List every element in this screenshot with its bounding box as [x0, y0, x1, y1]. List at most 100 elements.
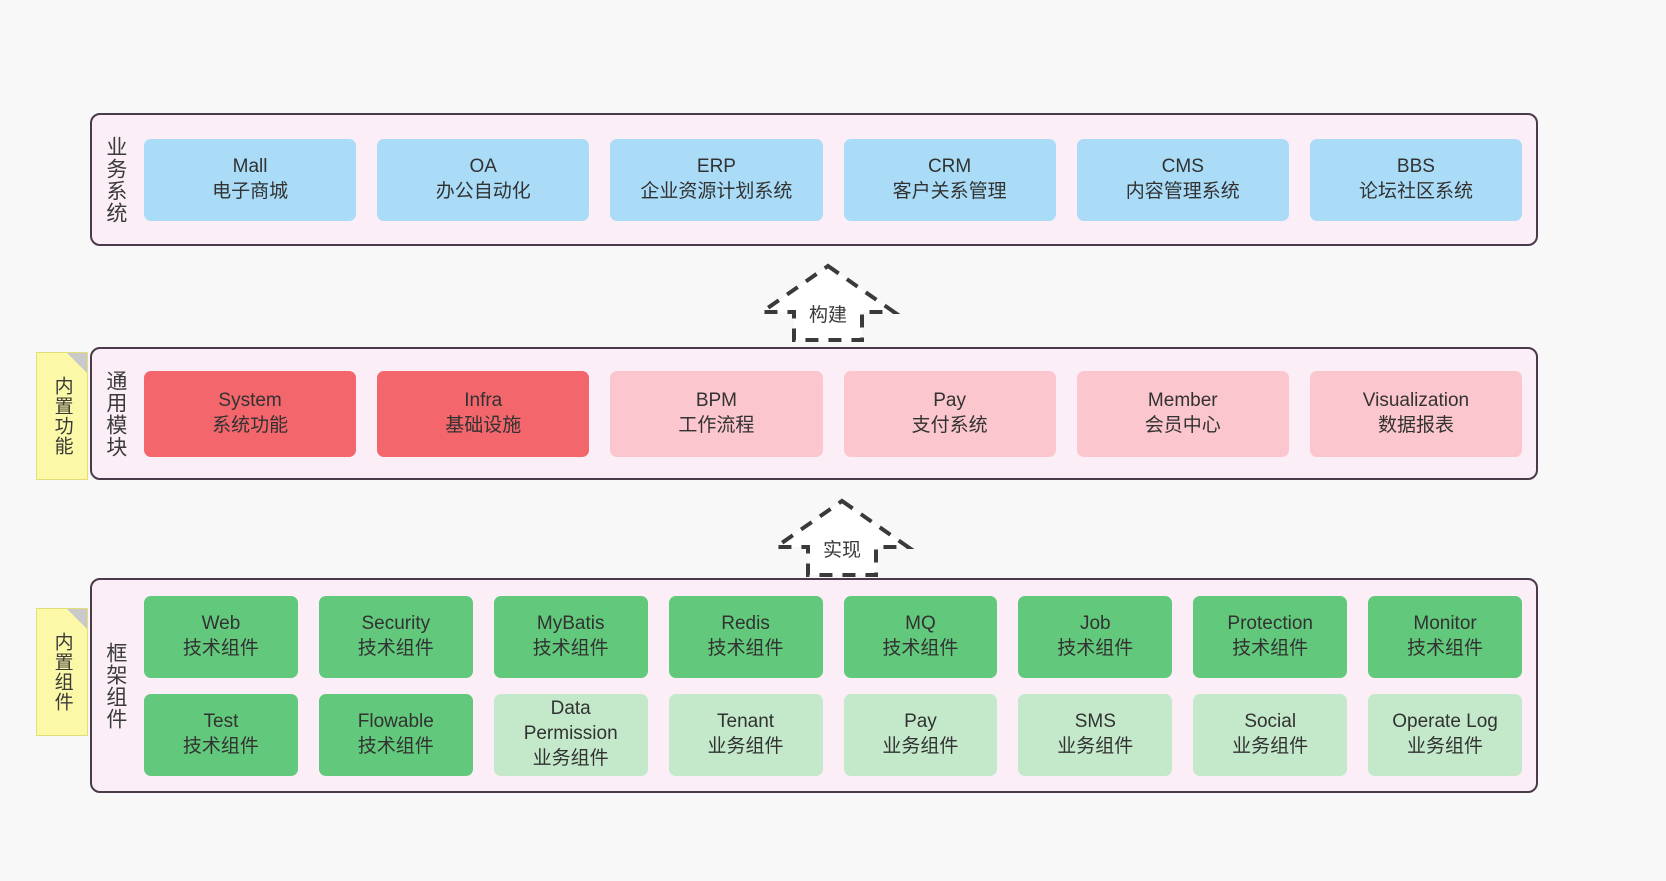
node-title: ERP	[696, 155, 736, 177]
node-title: OA	[469, 155, 497, 177]
node-subtitle: 内容管理系统	[1125, 180, 1240, 202]
arrow-up-dashed-icon	[769, 498, 915, 577]
row-business-components: Test 技术组件 Flowable 技术组件 Data Permission …	[144, 693, 1522, 776]
node-bpm[interactable]: BPM 工作流程	[610, 370, 823, 457]
node-subtitle: 业务组件	[707, 735, 784, 757]
node-title: Protection	[1227, 612, 1313, 634]
node-sms[interactable]: SMS 业务组件	[1018, 693, 1173, 776]
node-infra[interactable]: Infra 基础设施	[377, 370, 590, 457]
note-label: 内置组件	[51, 632, 73, 712]
node-subtitle: 工作流程	[678, 414, 755, 436]
node-title: CRM	[927, 155, 972, 177]
node-title: Flowable	[357, 710, 434, 732]
node-flowable[interactable]: Flowable 技术组件	[318, 693, 473, 776]
node-member[interactable]: Member 会员中心	[1076, 370, 1289, 457]
node-subtitle: 基础设施	[445, 414, 522, 436]
connector-build: 构建	[755, 262, 901, 342]
node-social[interactable]: Social 业务组件	[1193, 693, 1348, 776]
node-subtitle: 会员中心	[1144, 414, 1221, 436]
node-mall[interactable]: Mall 电子商城	[144, 138, 357, 221]
node-subtitle: 业务组件	[1057, 735, 1134, 757]
node-title: Infra	[464, 389, 503, 411]
node-subtitle: 技术组件	[1232, 637, 1309, 659]
node-pay[interactable]: Pay 支付系统	[843, 370, 1056, 457]
node-job[interactable]: Job 技术组件	[1018, 595, 1173, 678]
node-system[interactable]: System 系统功能	[144, 370, 357, 457]
node-oa[interactable]: OA 办公自动化	[377, 138, 590, 221]
layer-body-business-systems: Mall 电子商城 OA 办公自动化 ERP 企业资源计划系统 CRM 客户关系…	[138, 115, 1536, 244]
node-subtitle: 企业资源计划系统	[640, 180, 793, 202]
node-title: System	[218, 389, 282, 411]
node-subtitle: 业务组件	[532, 747, 609, 769]
node-redis[interactable]: Redis 技术组件	[668, 595, 823, 678]
layer-body-common-modules: System 系统功能 Infra 基础设施 BPM 工作流程 Pay 支付系统…	[138, 349, 1536, 478]
node-title: Tenant	[717, 710, 775, 732]
node-title: BPM	[695, 389, 738, 411]
arrow-up-dashed-icon	[755, 263, 901, 342]
connector-label: 实现	[822, 540, 861, 561]
node-title: SMS	[1074, 710, 1116, 732]
node-title: Pay	[904, 710, 937, 732]
node-subtitle: 系统功能	[212, 414, 289, 436]
node-mq[interactable]: MQ 技术组件	[843, 595, 998, 678]
node-protection[interactable]: Protection 技术组件	[1193, 595, 1348, 678]
node-subtitle: 电子商城	[212, 180, 289, 202]
node-subtitle: 技术组件	[182, 735, 259, 757]
node-title: Security	[361, 612, 431, 634]
node-subtitle: 业务组件	[1407, 735, 1484, 757]
node-title: Monitor	[1413, 612, 1477, 634]
row-business-systems: Mall 电子商城 OA 办公自动化 ERP 企业资源计划系统 CRM 客户关系…	[144, 138, 1523, 221]
node-subtitle: 技术组件	[357, 637, 434, 659]
node-cms[interactable]: CMS 内容管理系统	[1076, 138, 1289, 221]
node-title: MyBatis	[536, 612, 605, 634]
node-subtitle: 客户关系管理	[892, 180, 1007, 202]
node-subtitle: 论坛社区系统	[1358, 180, 1473, 202]
node-subtitle: 业务组件	[882, 735, 959, 757]
node-subtitle: 技术组件	[882, 637, 959, 659]
connector-implement: 实现	[769, 497, 915, 577]
node-title: Web	[201, 612, 241, 634]
layer-title-business-systems: 业务系统	[103, 135, 127, 224]
note-fold-corner-icon	[67, 353, 87, 373]
node-subtitle: 技术组件	[1057, 637, 1134, 659]
node-crm[interactable]: CRM 客户关系管理	[843, 138, 1056, 221]
note-fold-corner-icon	[67, 609, 87, 629]
layer-framework-components: 框架组件 Web 技术组件 Security 技术组件 MyBatis 技术组件…	[90, 578, 1538, 793]
node-operate-log[interactable]: Operate Log 业务组件	[1368, 693, 1522, 776]
node-mybatis[interactable]: MyBatis 技术组件	[493, 595, 648, 678]
node-title: Social	[1244, 710, 1297, 732]
node-subtitle: 技术组件	[707, 637, 784, 659]
node-subtitle: 办公自动化	[435, 180, 531, 202]
node-title: Visualization	[1362, 389, 1470, 411]
node-data-permission[interactable]: Data Permission 业务组件	[493, 693, 648, 776]
node-subtitle: 技术组件	[182, 637, 259, 659]
node-visualization[interactable]: Visualization 数据报表	[1309, 370, 1523, 457]
node-title: Job	[1079, 612, 1111, 634]
node-title: Redis	[721, 612, 770, 634]
node-erp[interactable]: ERP 企业资源计划系统	[610, 138, 823, 221]
node-subtitle: 数据报表	[1377, 414, 1454, 436]
node-test[interactable]: Test 技术组件	[144, 693, 298, 776]
node-subtitle: 技术组件	[532, 637, 609, 659]
node-pay-component[interactable]: Pay 业务组件	[843, 693, 998, 776]
layer-title-common-modules: 通用模块	[103, 369, 127, 458]
node-web[interactable]: Web 技术组件	[144, 595, 298, 678]
note-builtin-components: 内置组件	[36, 608, 88, 736]
layer-common-modules: 通用模块 System 系统功能 Infra 基础设施 BPM 工作流程 Pay…	[90, 347, 1538, 480]
node-title: Operate Log	[1392, 710, 1498, 732]
node-security[interactable]: Security 技术组件	[318, 595, 473, 678]
node-subtitle: 技术组件	[357, 735, 434, 757]
row-tech-components: Web 技术组件 Security 技术组件 MyBatis 技术组件 Redi…	[144, 595, 1522, 678]
node-title: BBS	[1396, 155, 1435, 177]
node-bbs[interactable]: BBS 论坛社区系统	[1309, 138, 1523, 221]
note-builtin-functions: 内置功能	[36, 352, 88, 480]
node-tenant[interactable]: Tenant 业务组件	[668, 693, 823, 776]
layer-body-framework-components: Web 技术组件 Security 技术组件 MyBatis 技术组件 Redi…	[138, 580, 1536, 791]
layer-business-systems: 业务系统 Mall 电子商城 OA 办公自动化 ERP 企业资源计划系统 CRM…	[90, 113, 1538, 246]
node-title: Pay	[933, 389, 966, 411]
node-monitor[interactable]: Monitor 技术组件	[1368, 595, 1522, 678]
node-subtitle: 业务组件	[1232, 735, 1309, 757]
node-title: Data Permission	[523, 698, 618, 745]
node-title: Test	[203, 710, 239, 732]
